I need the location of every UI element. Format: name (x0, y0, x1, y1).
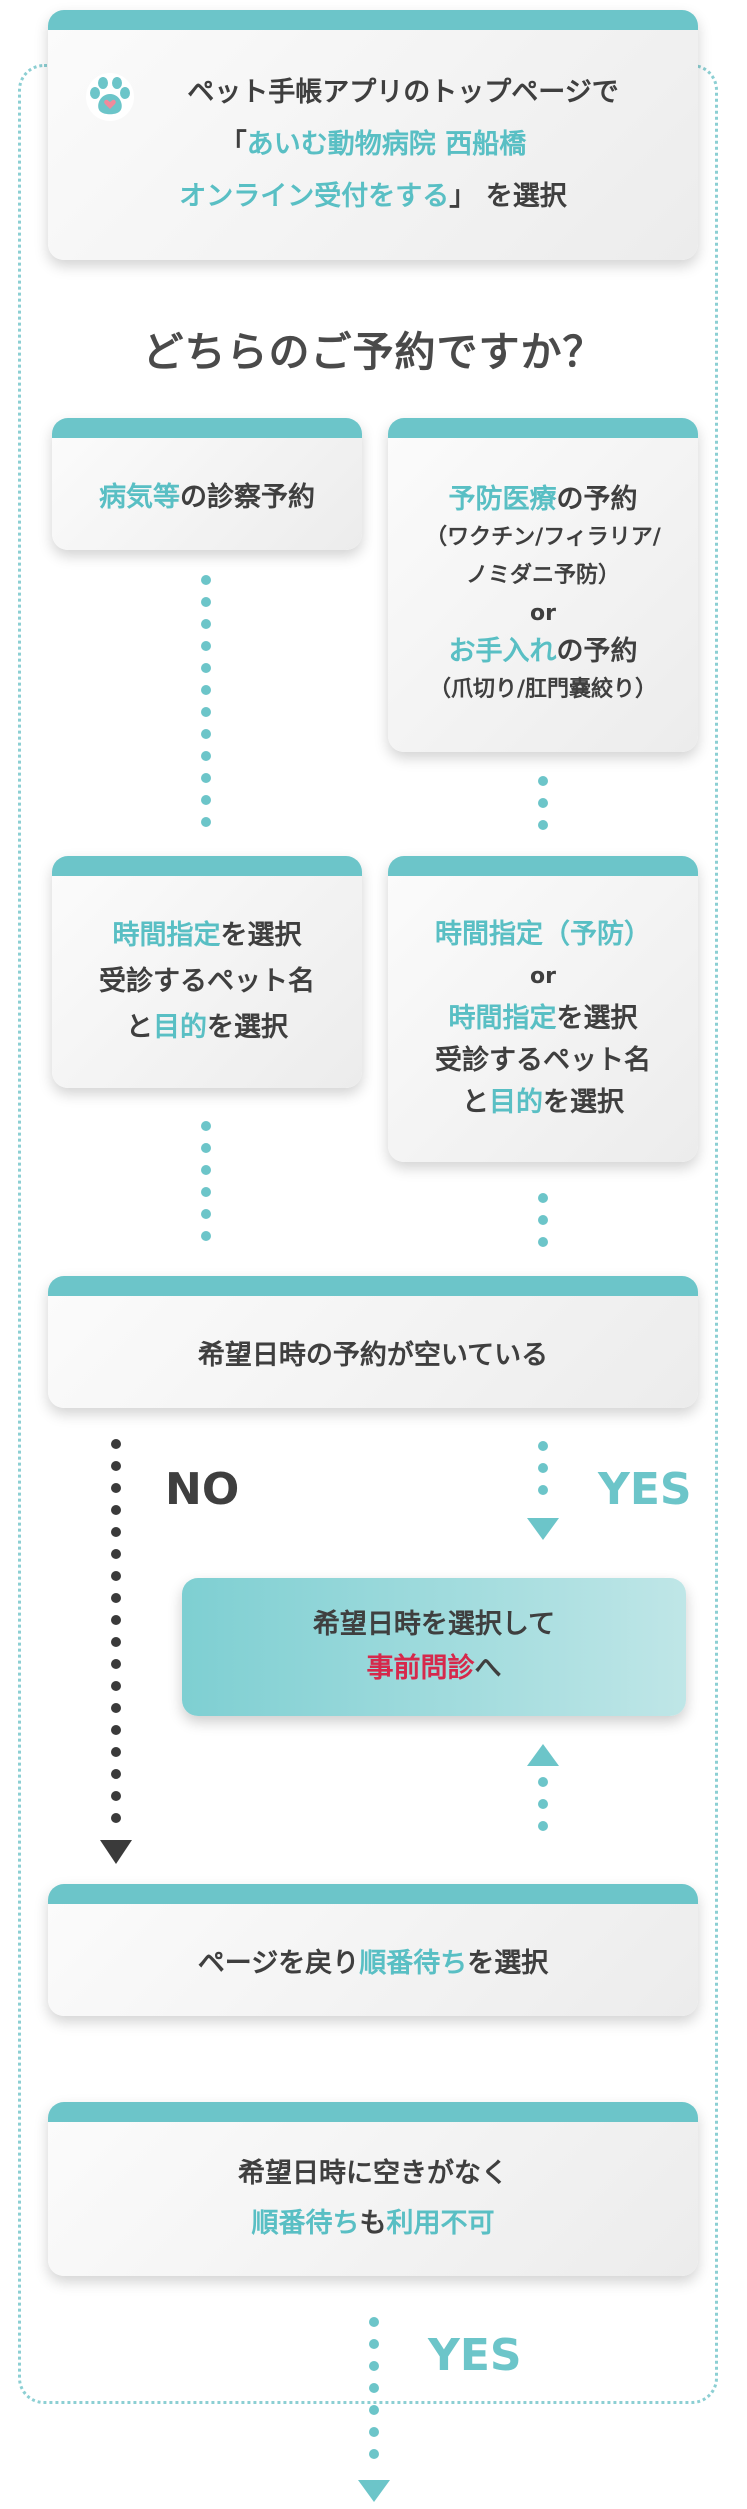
and-text: と (126, 1012, 153, 1043)
purpose-rest: を選択 (207, 1012, 288, 1043)
unavailable-card: 希望日時に空きがなく 順番待ちも利用不可 (48, 2102, 698, 2276)
preventive-rest: の予約 (556, 484, 638, 515)
purpose-highlight: 目的 (489, 1087, 543, 1118)
grooming-highlight: お手入れ (448, 636, 557, 667)
result-text: 希望日時を選択して (312, 1609, 556, 1640)
availability-text: 希望日時の予約が空いている (197, 1339, 549, 1371)
unusable-highlight: 利用不可 (386, 2208, 495, 2239)
queue-highlight: 順番待ち (251, 2208, 360, 2239)
clinic-name: あいむ動物病院 西船橋 (246, 129, 527, 160)
paw-icon (86, 73, 134, 121)
grooming-detail: （爪切り/肛門嚢絞り） (428, 677, 658, 702)
yes-path-dots (538, 1441, 548, 1495)
up-arrow-head (527, 1744, 559, 1766)
or-text: or (530, 964, 556, 989)
bracket-open: 「 (219, 129, 247, 160)
preventive-time-text: 時間指定（予防） (435, 919, 651, 950)
preventive-detail: （ワクチン/フィラリア/ (425, 525, 661, 550)
final-path-dots (369, 2317, 379, 2459)
grooming-rest: の予約 (556, 636, 638, 667)
time-highlight: 時間指定 (448, 1003, 557, 1034)
yes-label: YES (598, 1464, 692, 1515)
availability-card: 希望日時の予約が空いている (48, 1276, 698, 1408)
connector-dots (538, 776, 548, 830)
return-rest: を選択 (467, 1947, 549, 1979)
pre-exam-box[interactable]: 希望日時を選択して 事前問診へ (182, 1578, 686, 1716)
up-path-dots (538, 1777, 548, 1831)
and-text: と (462, 1087, 489, 1118)
no-arrow-head (100, 1840, 132, 1864)
question-heading: どちらのご予約ですか？ (142, 328, 605, 376)
queue-highlight: 順番待ち (359, 1947, 468, 1979)
result-suffix: へ (474, 1653, 502, 1684)
preventive-care-card[interactable]: 予防医療の予約 （ワクチン/フィラリア/ ノミダニ予防） or お手入れの予約 … (388, 418, 698, 752)
also-text: も (359, 2208, 387, 2239)
final-yes-label: YES (428, 2330, 522, 2381)
connector-dots (538, 1193, 548, 1247)
intro-card: ペット手帳アプリのトップページで 「あいむ動物病院 西船橋 オンライン受付をする… (48, 10, 698, 260)
unavailable-text: 希望日時に空きがなく (238, 2158, 508, 2189)
time-select-card[interactable]: 時間指定を選択 受診するペット名 と目的を選択 (52, 856, 362, 1088)
preventive-highlight: 予防医療 (448, 484, 557, 515)
purpose-rest: を選択 (543, 1087, 624, 1118)
preventive-detail2: ノミダニ予防） (465, 563, 620, 588)
preventive-time-card[interactable]: 時間指定（予防） or 時間指定を選択 受診するペット名 と目的を選択 (388, 856, 698, 1162)
time-rest: を選択 (220, 920, 302, 951)
illness-rest: の診察予約 (180, 481, 315, 513)
illness-exam-card[interactable]: 病気等の診察予約 (52, 418, 362, 550)
intro-line1: ペット手帳アプリのトップページで (187, 77, 619, 108)
no-label: NO (165, 1464, 240, 1515)
purpose-highlight: 目的 (153, 1012, 207, 1043)
yes-arrow-head (527, 1518, 559, 1540)
or-text: or (530, 601, 556, 626)
return-queue-card[interactable]: ページを戻り順番待ちを選択 (48, 1884, 698, 2016)
return-pre: ページを戻り (197, 1947, 360, 1979)
connector-dots (201, 575, 211, 827)
time-rest: を選択 (556, 1003, 638, 1034)
pre-exam-highlight: 事前問診 (366, 1653, 475, 1684)
time-highlight: 時間指定 (112, 920, 221, 951)
pet-name-text: 受診するペット名 (99, 966, 315, 997)
intro-select: を選択 (485, 181, 567, 212)
flow-outline (18, 64, 718, 2404)
online-reception: オンライン受付をする (179, 181, 450, 212)
bracket-close: 」 (449, 181, 477, 212)
illness-highlight: 病気等 (99, 481, 180, 513)
no-path-dots (111, 1439, 121, 1823)
pet-name-text: 受診するペット名 (435, 1045, 651, 1076)
final-arrow-head (358, 2480, 390, 2502)
connector-dots (201, 1121, 211, 1241)
